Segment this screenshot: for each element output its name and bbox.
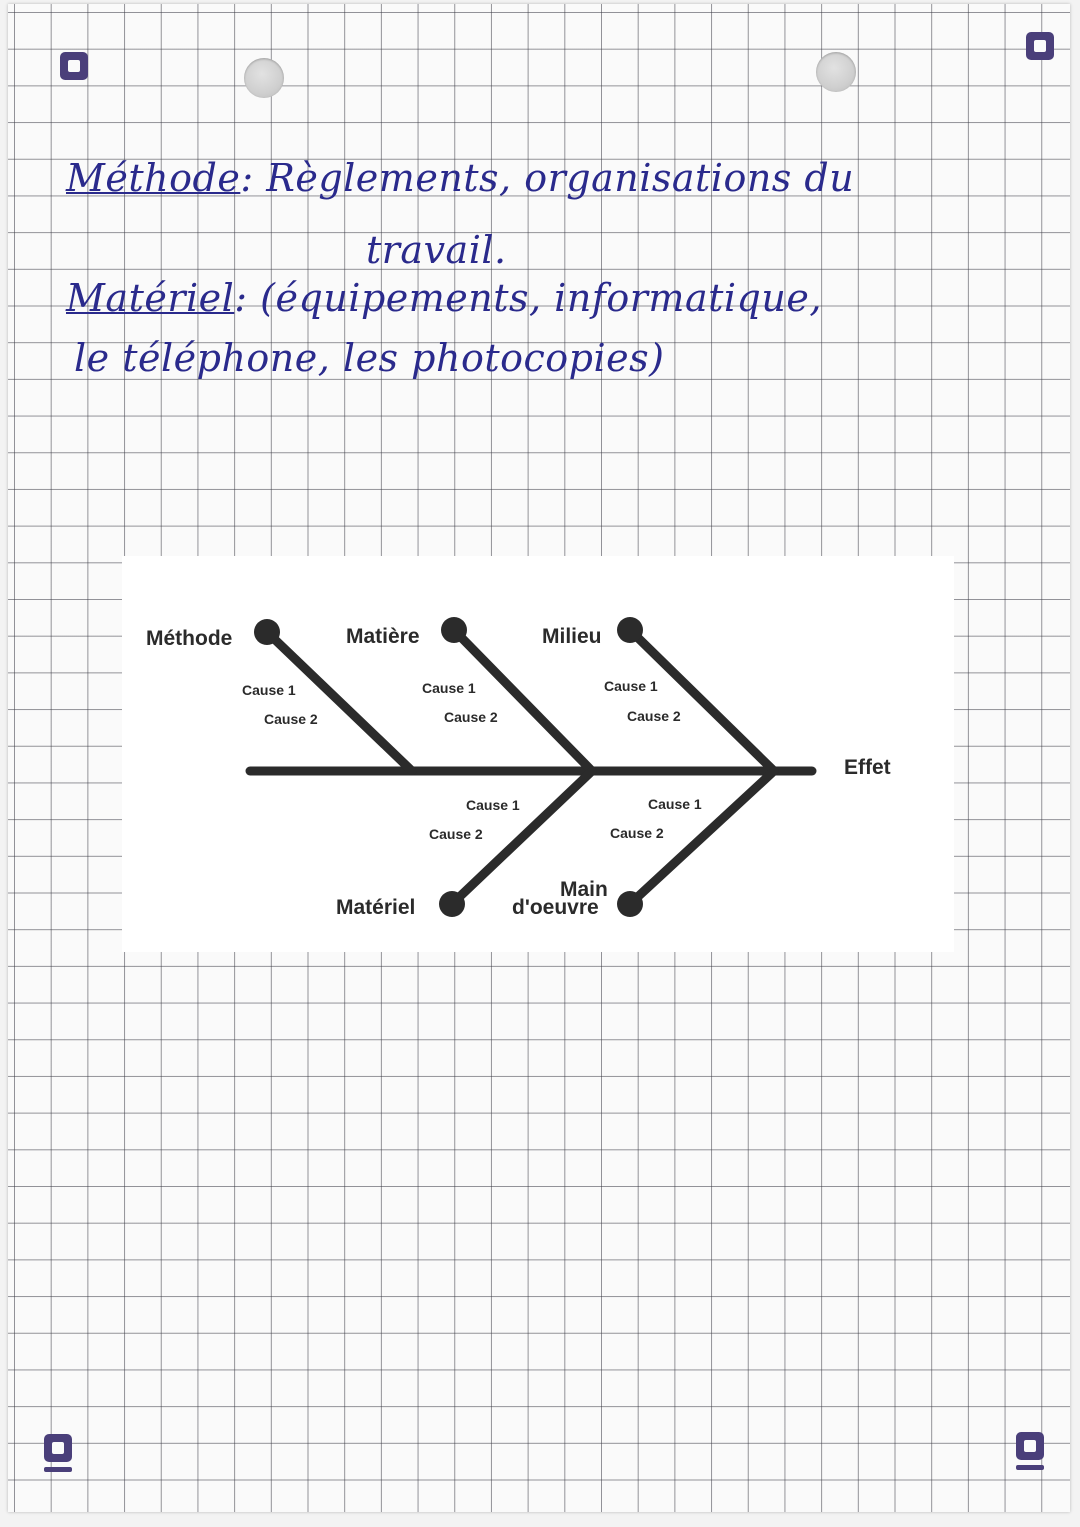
- corner-mark-icon: [44, 1434, 72, 1462]
- punch-hole: [816, 52, 856, 92]
- category-main-line2: d'oeuvre: [512, 896, 599, 919]
- bone-materiel: [447, 766, 597, 909]
- note-line-4: le téléphone, les photocopies): [74, 336, 664, 380]
- corner-bar-icon: [1016, 1465, 1044, 1470]
- bone-matiere: [449, 625, 597, 776]
- matiere-cause-1: Cause 1: [422, 680, 476, 696]
- main-cause-1: Cause 1: [648, 796, 702, 812]
- methode-cause-2: Cause 2: [264, 711, 318, 727]
- method-heading: Méthode: [66, 156, 241, 200]
- note-line-3: Matériel: (équipements, informatique,: [66, 276, 822, 320]
- bone-methode: [262, 627, 417, 776]
- material-heading: Matériel: [66, 276, 235, 320]
- milieu-cause-2: Cause 2: [627, 708, 681, 724]
- punch-hole: [244, 58, 284, 98]
- corner-mark-icon: [1016, 1432, 1044, 1460]
- node-methode: [254, 619, 280, 645]
- node-milieu: [617, 617, 643, 643]
- effect-label: Effet: [844, 756, 891, 779]
- materiel-cause-1: Cause 1: [466, 797, 520, 813]
- material-text-continued: le téléphone, les photocopies): [74, 336, 665, 380]
- milieu-cause-1: Cause 1: [604, 678, 658, 694]
- note-line-1: Méthode: Règlements, organisations du: [66, 156, 854, 200]
- category-materiel: Matériel: [336, 896, 415, 919]
- fishbone-svg: Méthode Matière Milieu Matériel Main d'o…: [146, 617, 891, 919]
- materiel-cause-2: Cause 2: [429, 826, 483, 842]
- corner-mark-icon: [1026, 32, 1054, 60]
- corner-mark-icon: [60, 52, 88, 80]
- bone-main-doeuvre: [625, 766, 779, 909]
- category-matiere: Matière: [346, 625, 420, 648]
- node-matiere: [441, 617, 467, 643]
- grid-paper-page: Méthode: Règlements, organisations du tr…: [8, 4, 1070, 1512]
- methode-cause-1: Cause 1: [242, 682, 296, 698]
- category-methode: Méthode: [146, 627, 232, 650]
- fishbone-diagram: Méthode Matière Milieu Matériel Main d'o…: [122, 556, 954, 952]
- method-text: : Règlements, organisations du: [240, 156, 855, 200]
- bone-milieu: [625, 625, 779, 776]
- node-materiel: [439, 891, 465, 917]
- category-main-line1: Main: [560, 878, 608, 901]
- matiere-cause-2: Cause 2: [444, 709, 498, 725]
- node-main-doeuvre: [617, 891, 643, 917]
- main-cause-2: Cause 2: [610, 825, 664, 841]
- method-text-continued: travail.: [366, 228, 507, 272]
- note-line-2: travail.: [366, 228, 507, 272]
- corner-bar-icon: [44, 1467, 72, 1472]
- category-milieu: Milieu: [542, 625, 602, 648]
- material-text: : (équipements, informatique,: [234, 276, 822, 320]
